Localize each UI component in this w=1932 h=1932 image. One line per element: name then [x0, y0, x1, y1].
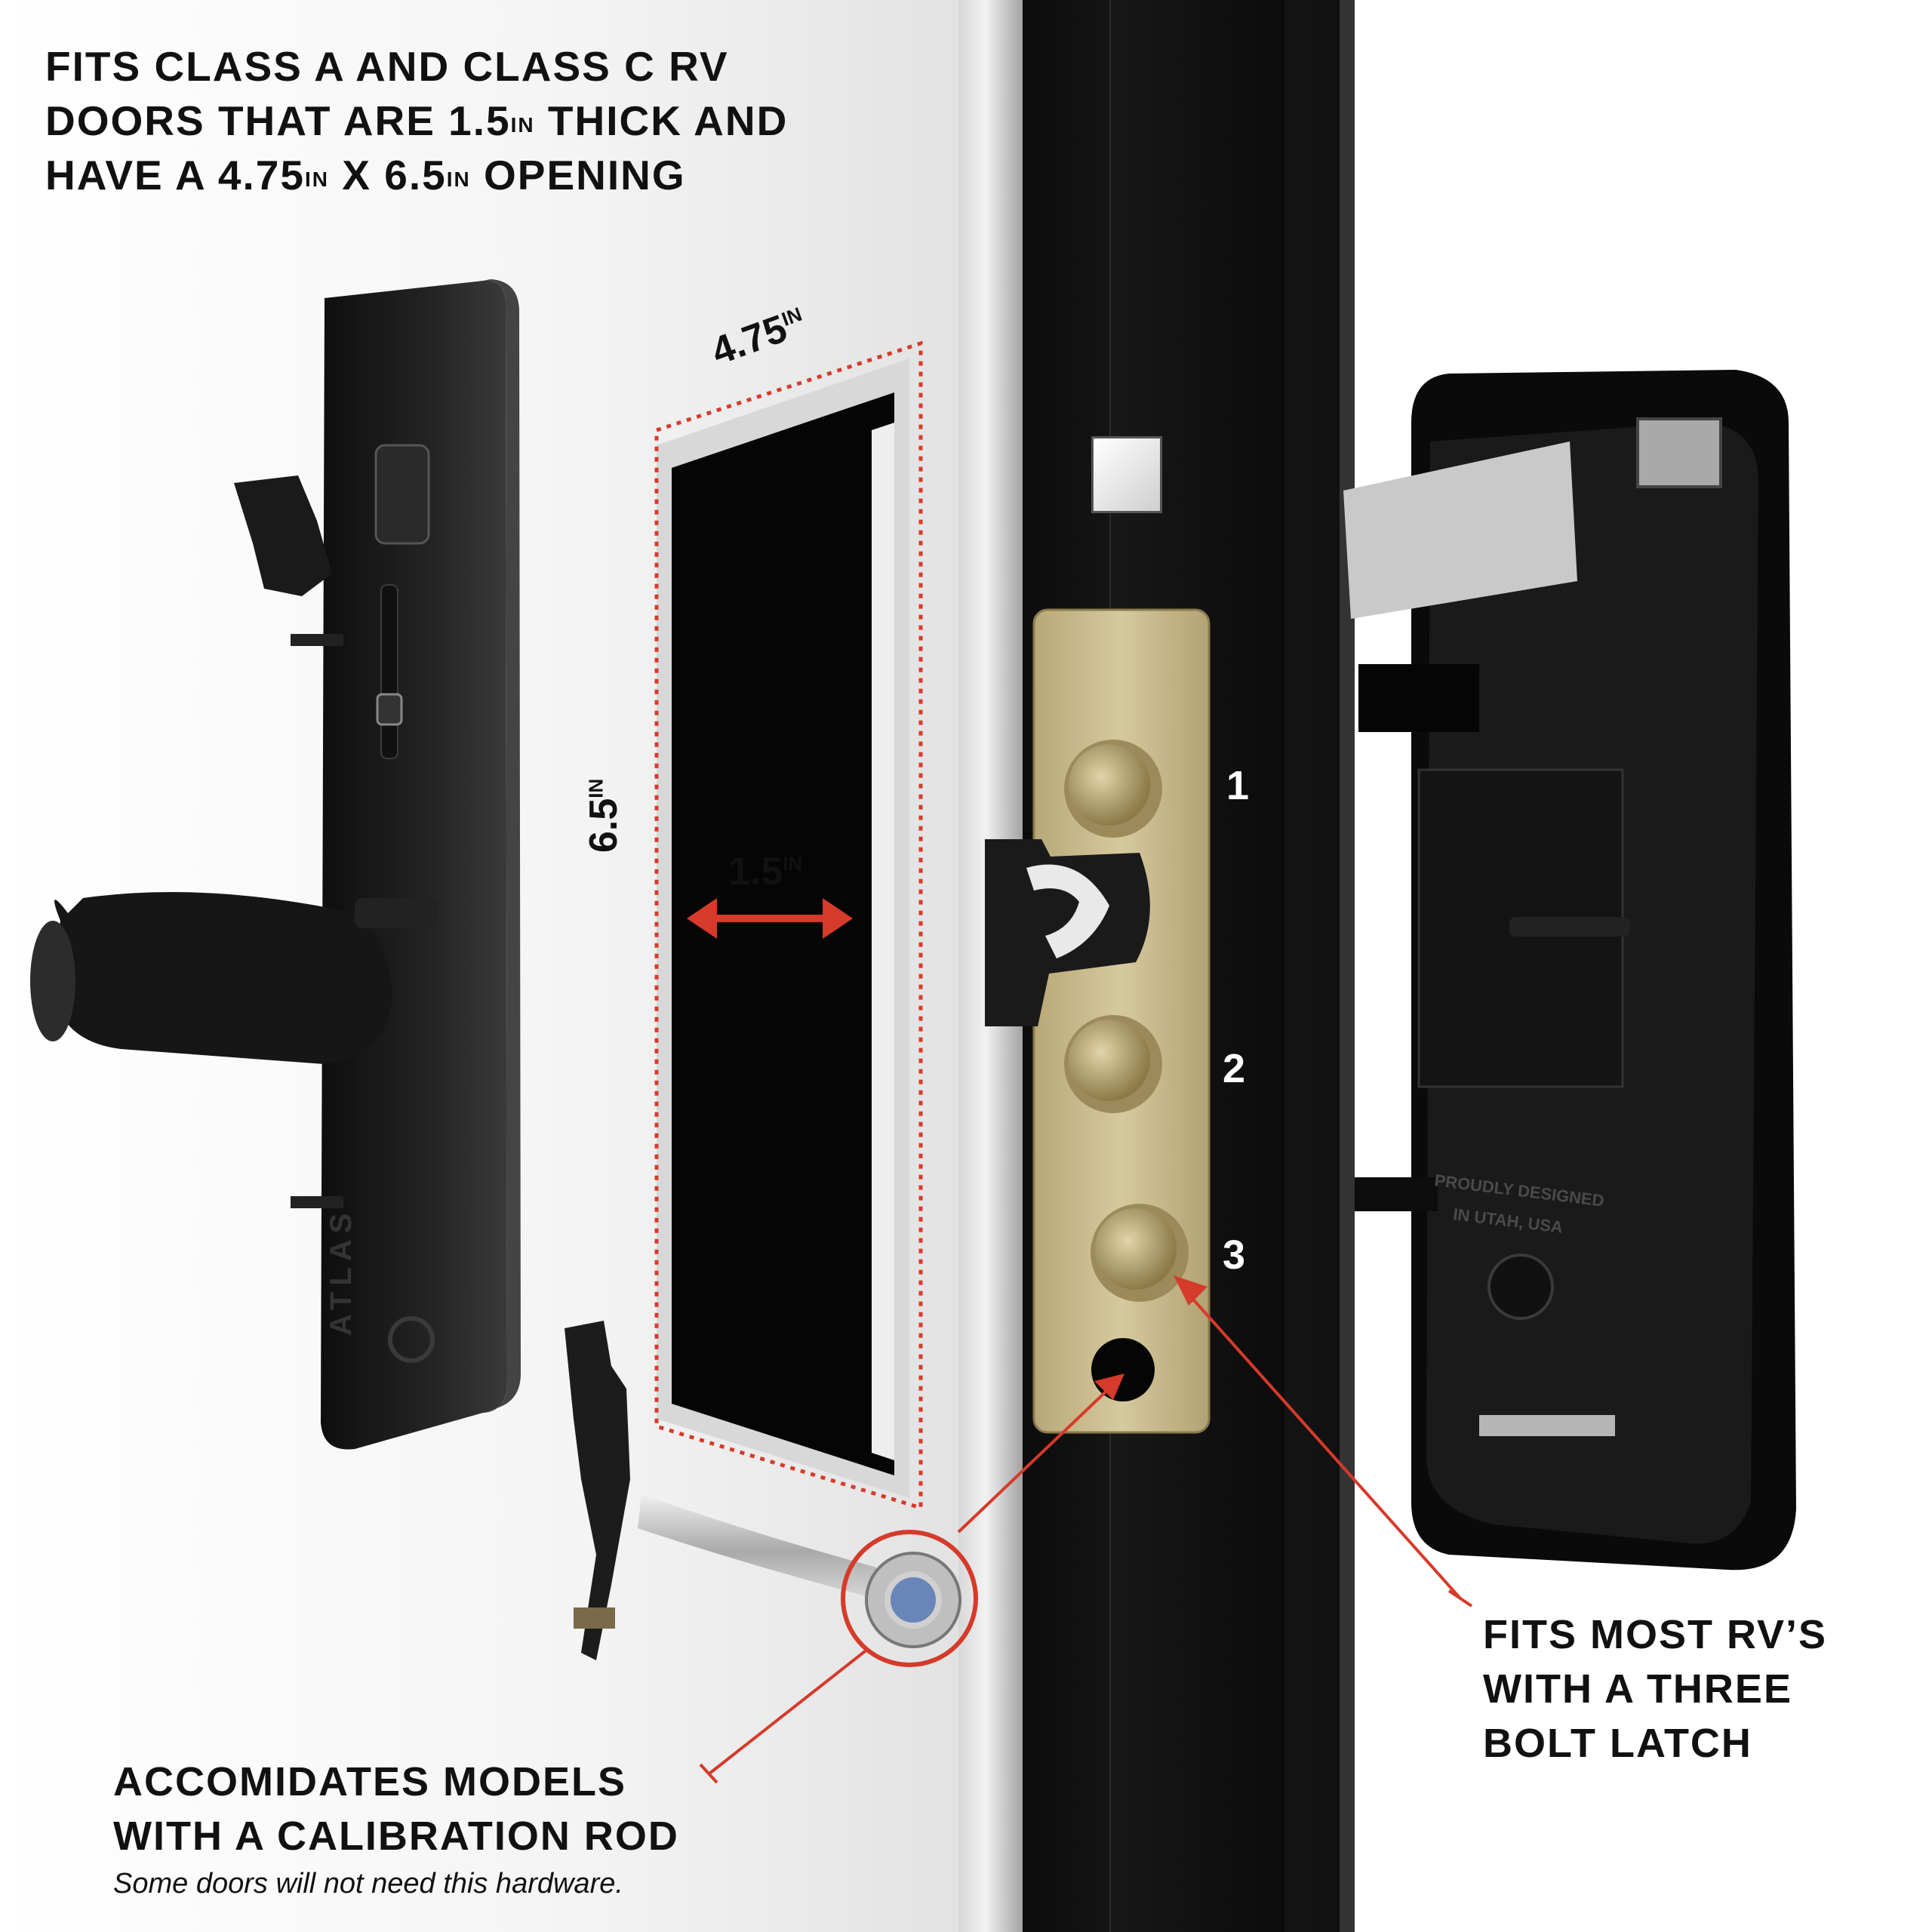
bolt-head-1: [1069, 744, 1150, 826]
calibration-callout-line: [708, 1647, 869, 1775]
exterior-lock-plate: [321, 280, 507, 1450]
three-bolt-line-1: FITS MOST RV’S: [1483, 1612, 1828, 1657]
deadbolt-arm: [1343, 441, 1577, 619]
door-side: [1340, 0, 1355, 1932]
headline-line-3-b: X 6.5: [328, 152, 447, 198]
exterior-lock-body: [30, 279, 521, 1450]
calibration-note: Some doors will not need this hardware.: [113, 1868, 623, 1900]
three-bolt-callout-arrow: [1174, 1275, 1208, 1306]
headline-line-3-c: OPENING: [470, 152, 686, 198]
nut-center: [884, 1571, 942, 1629]
mounting-bracket: [1358, 664, 1479, 732]
lever-handle: [53, 892, 392, 1064]
headline-line-1: FITS CLASS A AND CLASS C RV: [45, 43, 729, 90]
three-bolt-callout-end: [1447, 1589, 1473, 1607]
square-hole: [1091, 436, 1162, 513]
door-opening: [654, 340, 923, 1511]
nut-highlight-circle: [841, 1530, 978, 1667]
headline: FITS CLASS A AND CLASS C RV DOORS THAT A…: [45, 39, 906, 202]
bolt-number-3: 3: [1223, 1232, 1246, 1278]
lever-handle-end: [30, 921, 75, 1041]
status-strip: [380, 584, 398, 759]
headline-unit: IN: [446, 168, 471, 191]
latch-hook: [1026, 864, 1109, 958]
three-bolt-callout: FITS MOST RV’S WITH A THREE BOLT LATCH: [1483, 1607, 1827, 1770]
plate-screw-1: [291, 634, 343, 646]
calibration-bracket: [565, 1321, 630, 1660]
headline-line-2-b: THICK AND: [534, 97, 789, 144]
callout-lines: [699, 1275, 1473, 1784]
bolt-head-2: [1069, 1020, 1150, 1101]
lower-tab: [1479, 1415, 1615, 1436]
keypad-buttons: [374, 444, 430, 545]
rod-hole-callout-line: [957, 1380, 1118, 1534]
height-unit: IN: [584, 778, 608, 798]
calibration-rod: [565, 1321, 978, 1667]
height-value: 6.5: [582, 798, 626, 853]
thickness-label: 1.5IN: [728, 849, 802, 894]
rod-hole: [1091, 1338, 1155, 1401]
bolt-head-3: [1095, 1208, 1177, 1290]
interior-lock-body: [1343, 370, 1796, 1571]
exterior-plate-edge: [483, 279, 521, 1413]
headline-line-3-a: HAVE A 4.75: [45, 152, 305, 198]
product-brand: ATLAS: [325, 1207, 358, 1336]
thickness-arrow-left: [687, 898, 717, 939]
plate-screw-3: [291, 1196, 343, 1208]
headline-unit: IN: [304, 168, 329, 191]
three-bolt-callout-line: [1187, 1293, 1462, 1600]
rod-hole-callout-arrow: [1094, 1374, 1124, 1400]
thickness-value: 1.5: [728, 850, 783, 894]
plate-screw-2: [377, 912, 438, 924]
headline-line-2-a: DOORS THAT ARE 1.5: [45, 97, 511, 144]
brand-badge-icon: [388, 1316, 435, 1363]
calibration-callout: ACCOMIDATES MODELS WITH A CALIBRATION RO…: [113, 1755, 679, 1863]
lower-spindle: [1355, 1177, 1438, 1211]
three-bolt-line-2: WITH A THREE: [1483, 1666, 1792, 1712]
spindle-bar: [1509, 917, 1630, 937]
deadbolt-tip: [1636, 417, 1722, 488]
thickness-arrow-right: [823, 898, 853, 939]
bolt-number-2: 2: [1223, 1046, 1246, 1091]
calibration-callout-end: [699, 1763, 718, 1784]
headline-unit: IN: [510, 113, 535, 137]
fingerprint-sensor: [376, 693, 403, 726]
opening-cavity: [672, 392, 894, 1475]
battery-cover-icon: [1487, 1254, 1554, 1320]
strike-plate: [985, 608, 1211, 1434]
bracket-screw: [574, 1607, 615, 1629]
height-label: 6.5IN: [581, 779, 626, 853]
calibration-line-2: WITH A CALIBRATION ROD: [113, 1814, 679, 1859]
three-bolt-line-3: BOLT LATCH: [1483, 1721, 1752, 1766]
opening-dotted-outline: [654, 340, 923, 1511]
calibration-line-1: ACCOMIDATES MODELS: [113, 1759, 626, 1804]
thumb-turn: [234, 475, 332, 596]
thickness-unit: IN: [783, 852, 803, 875]
bolt-number-1: 1: [1226, 763, 1250, 808]
opening-inner-wall: [872, 423, 894, 1460]
